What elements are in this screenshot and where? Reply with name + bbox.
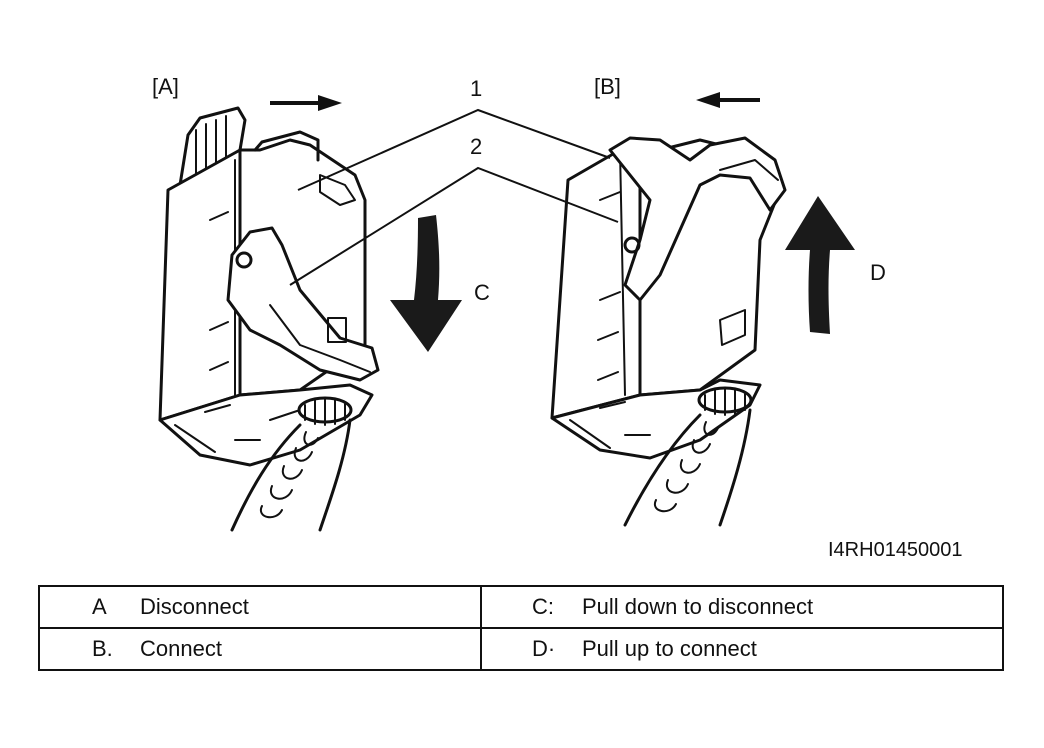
callout-number-1: 1: [470, 76, 483, 101]
callout-leaders: [289, 108, 619, 286]
legend-text-a: Disconnect: [140, 594, 249, 619]
small-arrow-right: [270, 95, 342, 111]
legend-row: A Disconnect C: Pull down to disconnect: [38, 585, 1004, 629]
legend-table: A Disconnect C: Pull down to disconnect …: [38, 585, 1004, 671]
legend-text-d: Pull up to connect: [582, 636, 757, 661]
label-b: [B]: [594, 74, 621, 99]
legend-key-a: A: [92, 594, 107, 619]
image-code: I4RH01450001: [828, 539, 963, 561]
legend-text-c: Pull down to disconnect: [582, 594, 814, 619]
legend-row: B. Connect D· Pull up to connect: [38, 627, 1004, 671]
connector-b-illustration: [550, 136, 787, 527]
legend-key-b: B.: [92, 636, 113, 661]
small-arrow-left: [696, 92, 760, 108]
legend-text-b: Connect: [140, 636, 222, 661]
arrow-c-down: [390, 215, 462, 352]
legend-cell-c: C: Pull down to disconnect: [480, 585, 1004, 629]
connector-a-illustration: [158, 106, 380, 532]
legend-cell-b: B. Connect: [38, 627, 482, 671]
legend-key-d: D·: [532, 636, 556, 661]
legend-cell-a: A Disconnect: [38, 585, 482, 629]
label-c: C: [474, 280, 490, 305]
label-a: [A]: [152, 74, 179, 99]
label-d: D: [870, 260, 886, 285]
arrow-d-up: [785, 196, 855, 334]
callout-number-2: 2: [470, 134, 483, 159]
legend-cell-d: D· Pull up to connect: [480, 627, 1004, 671]
legend-key-c: C:: [532, 594, 554, 619]
